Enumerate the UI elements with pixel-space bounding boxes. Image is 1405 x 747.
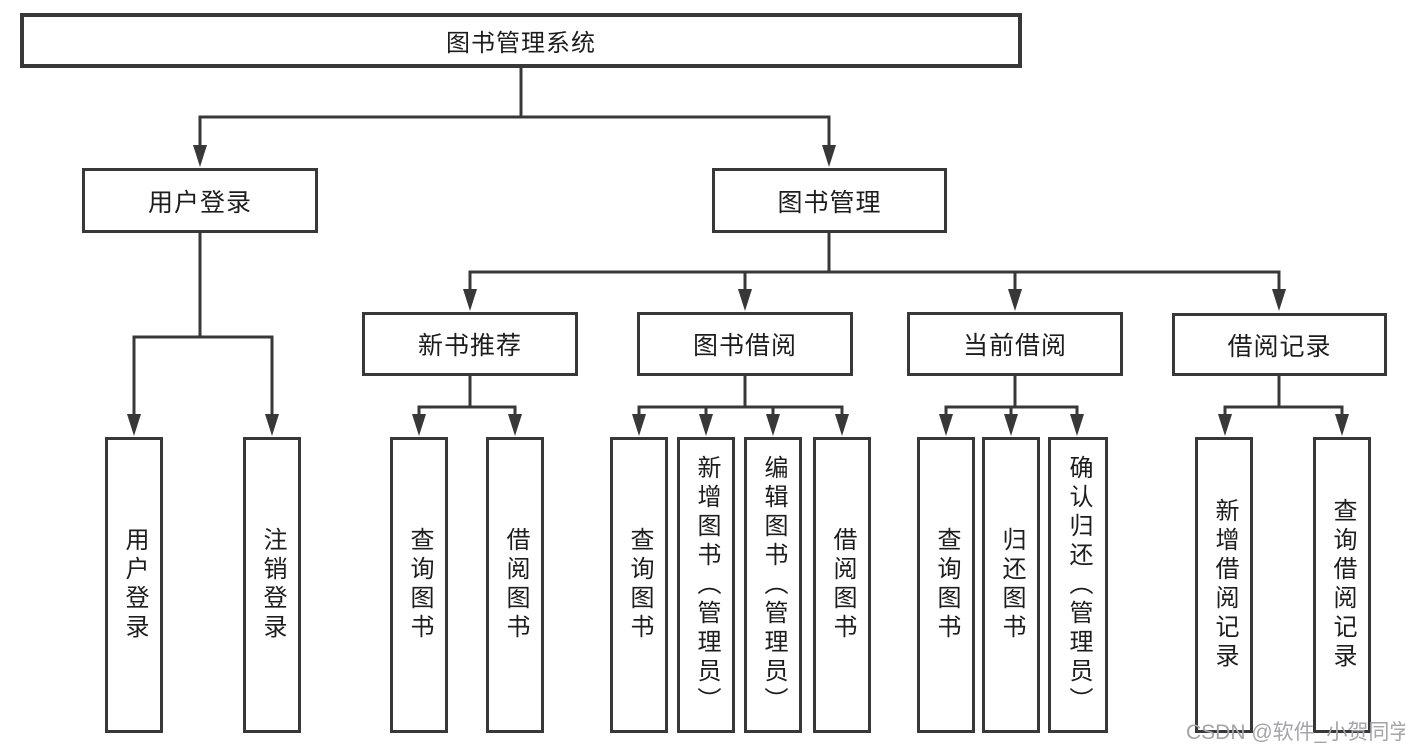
leaf-label: 注销登录 (259, 527, 286, 643)
leaf-user-login: 用户登录 (105, 437, 163, 733)
leaf-label: 查询借阅记录 (1329, 498, 1356, 672)
leaf-borrow-books: 借阅图书 (813, 437, 871, 733)
arrowhead (265, 414, 279, 436)
leaf-add-borrow-record: 新增借阅记录 (1195, 437, 1253, 733)
arrowhead (1004, 414, 1018, 436)
node-new-book-recommend: 新书推荐 (362, 312, 578, 376)
csdn-watermark: CSDN @软件_小贺同学 (1186, 721, 1405, 744)
arrowhead (412, 414, 426, 436)
arrowhead (1070, 414, 1084, 436)
arrowhead (463, 289, 477, 311)
leaf-borrow-books-recommend: 借阅图书 (486, 437, 544, 733)
arrowhead (127, 414, 141, 436)
node-book-borrowing: 图书借阅 (637, 312, 853, 376)
node-label: 图书管理 (777, 188, 882, 217)
arrowhead (835, 414, 849, 436)
arrowhead (193, 145, 207, 167)
arrowhead (699, 414, 713, 436)
leaf-query-books-borrowing: 查询图书 (610, 437, 668, 733)
node-borrowing-records: 借阅记录 (1172, 313, 1387, 376)
leaf-label: 确认归还（管理员） (1065, 454, 1092, 716)
leaf-return-books: 归还图书 (982, 437, 1040, 733)
leaf-label: 用户登录 (121, 527, 148, 643)
node-book-management: 图书管理 (712, 168, 947, 233)
arrowhead (738, 289, 752, 311)
leaf-query-borrow-record: 查询借阅记录 (1313, 437, 1371, 733)
node-label: 用户登录 (147, 188, 252, 217)
node-current-borrowing: 当前借阅 (907, 312, 1123, 376)
leaf-label: 查询图书 (933, 527, 960, 643)
arrowhead (508, 414, 522, 436)
node-label: 图书管理系统 (446, 30, 596, 57)
leaf-confirm-return-admin: 确认归还（管理员） (1048, 437, 1108, 733)
arrowhead (766, 414, 780, 436)
arrowhead (1272, 289, 1286, 311)
node-label: 借阅记录 (1227, 332, 1332, 361)
node-library-management-system: 图书管理系统 (20, 13, 1022, 68)
leaf-query-books-recommend: 查询图书 (390, 437, 448, 733)
leaf-label: 编辑图书（管理员） (760, 454, 787, 716)
node-label: 当前借阅 (962, 332, 1067, 360)
leaf-label: 新增图书（管理员） (693, 454, 720, 716)
leaf-label: 借阅图书 (829, 527, 856, 643)
leaf-label: 查询图书 (626, 527, 653, 643)
arrowhead (1008, 289, 1022, 311)
arrowhead (939, 414, 953, 436)
leaf-query-books-current: 查询图书 (917, 437, 975, 733)
arrowhead (1335, 414, 1349, 436)
leaf-logout: 注销登录 (243, 437, 301, 733)
arrowhead (822, 145, 836, 167)
arrowhead (632, 414, 646, 436)
node-user-login: 用户登录 (82, 168, 318, 233)
arrowhead (1218, 414, 1232, 436)
node-label: 图书借阅 (692, 332, 797, 360)
leaf-edit-books-admin: 编辑图书（管理员） (744, 437, 802, 733)
leaf-label: 借阅图书 (502, 527, 529, 643)
leaf-label: 新增借阅记录 (1211, 498, 1238, 672)
node-label: 新书推荐 (417, 332, 522, 360)
leaf-add-books-admin: 新增图书（管理员） (677, 437, 735, 733)
leaf-label: 归还图书 (998, 527, 1025, 643)
leaf-label: 查询图书 (406, 527, 433, 643)
